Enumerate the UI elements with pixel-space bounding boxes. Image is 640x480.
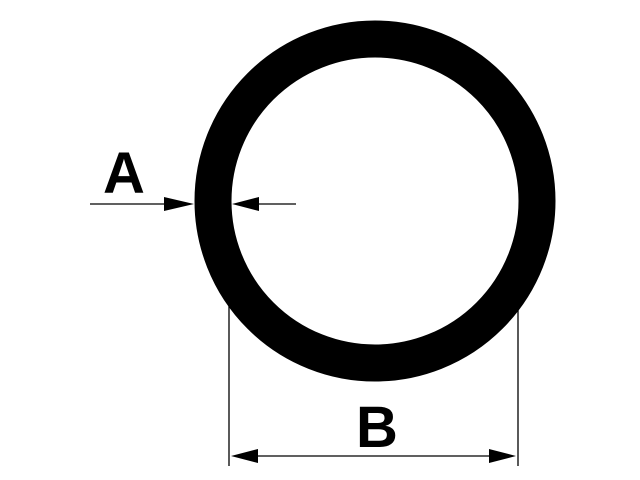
dimension-b-label: B	[356, 395, 398, 460]
dimension-b: B	[228, 305, 519, 466]
dimension-a-right-arrow	[232, 197, 259, 211]
dimension-a-left-arrow	[164, 197, 194, 211]
dimension-b-left-arrow	[231, 449, 258, 463]
dimension-a: A	[90, 141, 296, 211]
dimension-a-label: A	[103, 141, 145, 206]
dimension-b-right-arrow	[489, 449, 516, 463]
tube-ring	[194, 20, 556, 382]
